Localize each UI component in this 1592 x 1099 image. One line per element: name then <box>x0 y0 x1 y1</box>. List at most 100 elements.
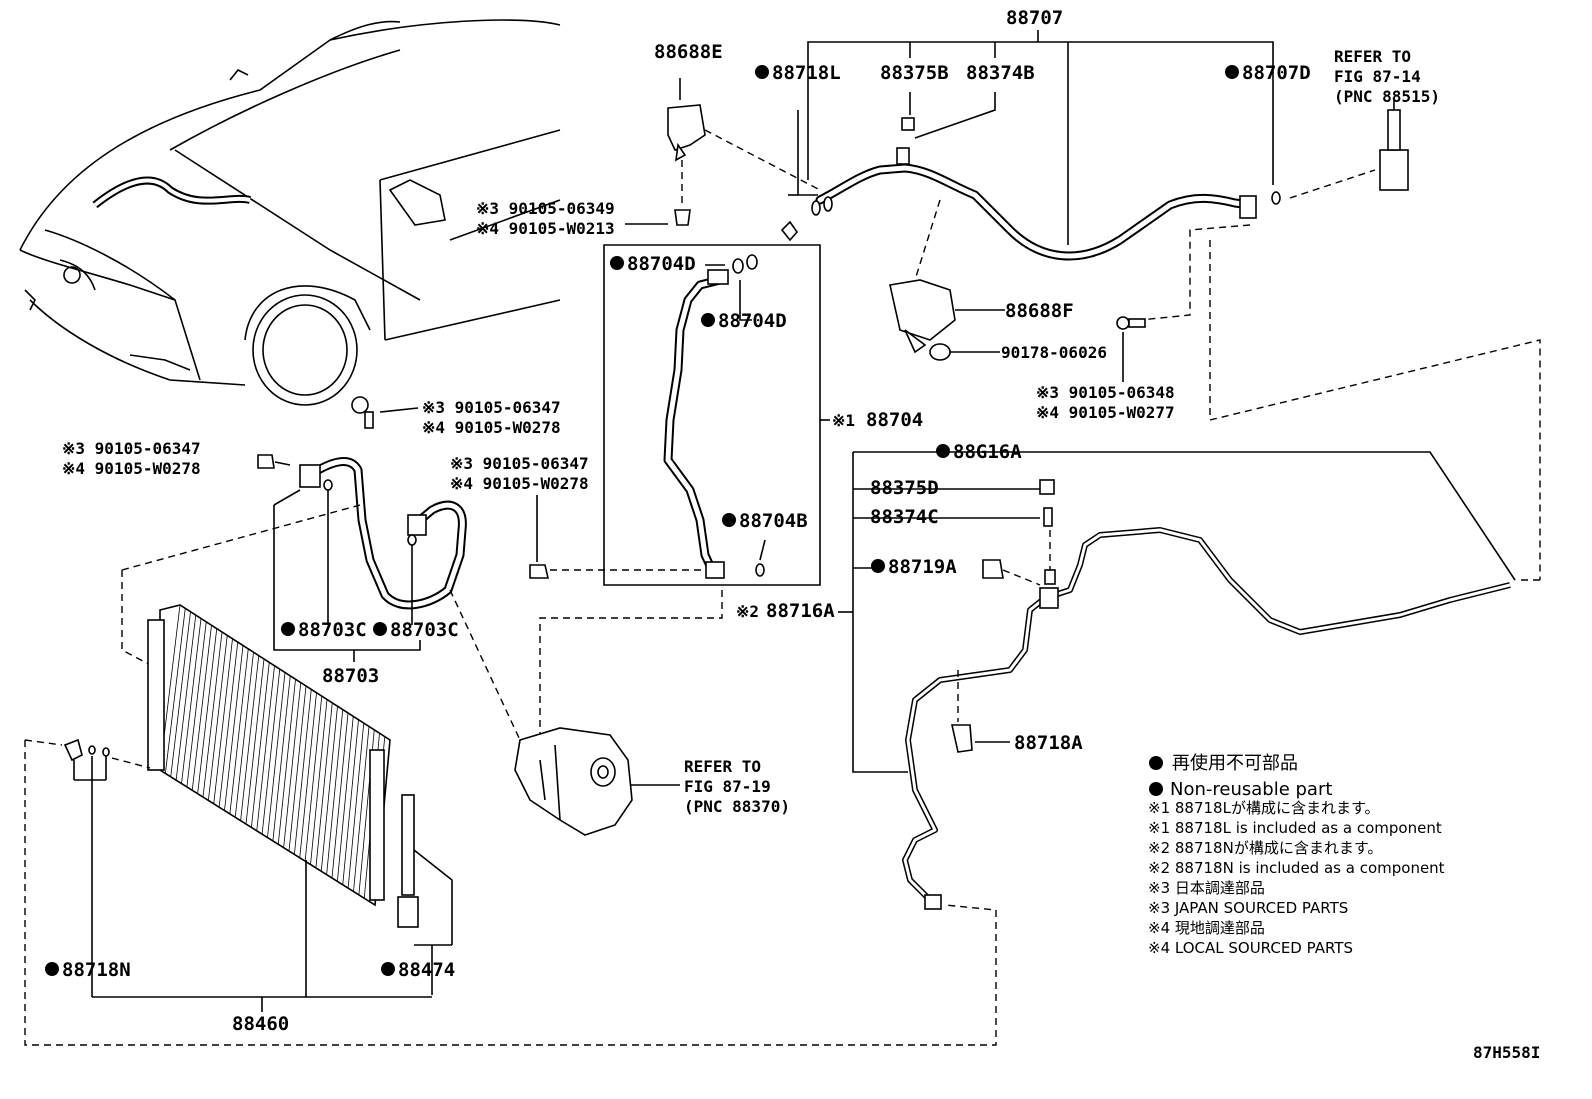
label-88688F: 88688F <box>1005 300 1074 322</box>
condenser-fin <box>342 719 359 885</box>
label-88707D: 88707D <box>1242 62 1311 84</box>
condenser-fin <box>347 723 365 889</box>
legend-note4-en: ※4 LOCAL SOURCED PARTS <box>1148 939 1353 957</box>
nonreusable-dot <box>936 444 950 458</box>
condenser-fin <box>353 726 370 892</box>
nonreusable-dot <box>722 513 736 527</box>
compressor <box>449 589 723 836</box>
condenser-fin <box>336 716 354 882</box>
condenser-fin <box>213 638 233 804</box>
bolt4-line1: ※3 90105-06347 <box>450 454 589 473</box>
o-rings-88718L <box>780 191 1281 242</box>
condenser-fin <box>234 652 254 818</box>
label-88374C: 88374C <box>870 506 939 528</box>
bolt5-line1: ※3 90105-06348 <box>1036 383 1175 402</box>
refer-88515-line2: FIG 87-14 <box>1334 67 1421 86</box>
bolt-labels: ※3 90105-06349 ※4 90105-W0213 ※3 90105-0… <box>62 199 1175 493</box>
legend-note4-jp: ※4 現地調達部品 <box>1148 919 1265 937</box>
legend-note3-en: ※3 JAPAN SOURCED PARTS <box>1148 899 1348 917</box>
condenser-fin <box>181 618 202 784</box>
condenser-fin <box>326 709 344 875</box>
legend-nonreusable-jp: 再使用不可部品 <box>1172 753 1298 774</box>
condenser-fin <box>320 706 338 872</box>
label-88719A: 88719A <box>888 556 957 578</box>
legend-dot-jp <box>1149 756 1163 770</box>
car-illustration <box>19 19 561 406</box>
condenser-fin <box>240 655 260 821</box>
condenser-fin <box>299 692 317 858</box>
dashed-loop-bottom <box>24 739 997 1046</box>
condenser-fin <box>267 672 286 838</box>
condenser-fin <box>229 648 249 814</box>
label-88704B: 88704B <box>739 510 808 532</box>
label-88688E: 88688E <box>654 41 723 63</box>
legend-note3-jp: ※3 日本調達部品 <box>1148 879 1265 897</box>
nonreusable-dot <box>871 559 885 573</box>
label-88718L: 88718L <box>772 62 841 84</box>
condenser-fin <box>315 702 333 868</box>
condenser-fin <box>304 696 323 862</box>
bolt2-line1: ※3 90105-06347 <box>422 398 561 417</box>
condenser-fin <box>245 658 265 825</box>
nonreusable-dot <box>281 622 295 636</box>
label-88704-mark: ※1 <box>832 411 855 430</box>
label-88474: 88474 <box>398 959 455 981</box>
bolt-90105-06348 <box>1116 316 1146 382</box>
label-88375B: 88375B <box>880 62 949 84</box>
bracket-88707 <box>788 30 1274 245</box>
condenser-fin <box>283 682 302 848</box>
label-88704D-a: 88704D <box>627 253 696 275</box>
dashed-links-right <box>1139 224 1541 581</box>
legend-note2-jp: ※2 88718Nが構成に含まれます。 <box>1148 839 1382 857</box>
label-88375D: 88375D <box>870 477 939 499</box>
legend-note1-jp: ※1 88718Lが構成に含まれます。 <box>1148 799 1379 817</box>
condenser-fin <box>207 635 228 801</box>
condenser-fin <box>293 689 312 855</box>
condenser-fin <box>261 669 281 835</box>
image-code: 87H558I <box>1473 1043 1540 1062</box>
bolt1-line2: ※4 90105-W0213 <box>476 219 615 238</box>
label-88460: 88460 <box>232 1013 289 1035</box>
refer-88515-line3: (PNC 88515) <box>1334 87 1440 106</box>
refer-88370-line3: (PNC 88370) <box>684 797 790 816</box>
condenser-fin <box>170 611 191 777</box>
condenser-fin <box>164 608 186 774</box>
label-88707: 88707 <box>1006 7 1063 29</box>
label-88G16A: 88G16A <box>953 441 1022 463</box>
label-88716A-mark: ※2 <box>736 602 759 621</box>
nonreusable-dot <box>610 256 624 270</box>
condenser-fin <box>250 662 270 828</box>
bolt3-line2: ※4 90105-W0278 <box>62 459 201 478</box>
clamp-88688E <box>667 78 821 226</box>
condenser-fin <box>331 712 349 879</box>
label-88374B: 88374B <box>966 62 1035 84</box>
refer-88370-line2: FIG 87-19 <box>684 777 771 796</box>
label-88703C-b: 88703C <box>390 619 459 641</box>
label-88704: 88704 <box>866 409 923 431</box>
label-88704D-b: 88704D <box>718 310 787 332</box>
pipe-88707 <box>815 117 1257 261</box>
label-88718N: 88718N <box>62 959 131 981</box>
condenser-fin <box>197 628 218 794</box>
bracket-88688F <box>889 199 1005 361</box>
condenser-fin <box>256 665 275 831</box>
label-90178: 90178-06026 <box>1001 343 1107 362</box>
bolt2-line2: ※4 90105-W0278 <box>422 418 561 437</box>
parts-88718N <box>63 738 432 1012</box>
bolt5-line2: ※4 90105-W0277 <box>1036 403 1175 422</box>
nonreusable-dot <box>755 65 769 79</box>
connector-88515 <box>1289 100 1409 199</box>
condenser-fin <box>175 615 197 781</box>
bolt3-line1: ※3 90105-06347 <box>62 439 201 458</box>
nonreusable-dot <box>701 313 715 327</box>
legend-note1-en: ※1 88718L is included as a component <box>1148 819 1442 837</box>
condenser-88460 <box>147 604 453 995</box>
legend: 再使用不可部品 Non-reusable part ※1 88718Lが構成に含… <box>1148 753 1445 957</box>
condenser-fin <box>191 625 212 791</box>
nonreusable-dot <box>45 962 59 976</box>
legend-nonreusable-en: Non-reusable part <box>1170 779 1332 800</box>
condenser-fin <box>224 645 244 811</box>
label-88718A: 88718A <box>1014 732 1083 754</box>
refer-88370-line1: REFER TO <box>684 757 761 776</box>
nonreusable-dot <box>373 622 387 636</box>
